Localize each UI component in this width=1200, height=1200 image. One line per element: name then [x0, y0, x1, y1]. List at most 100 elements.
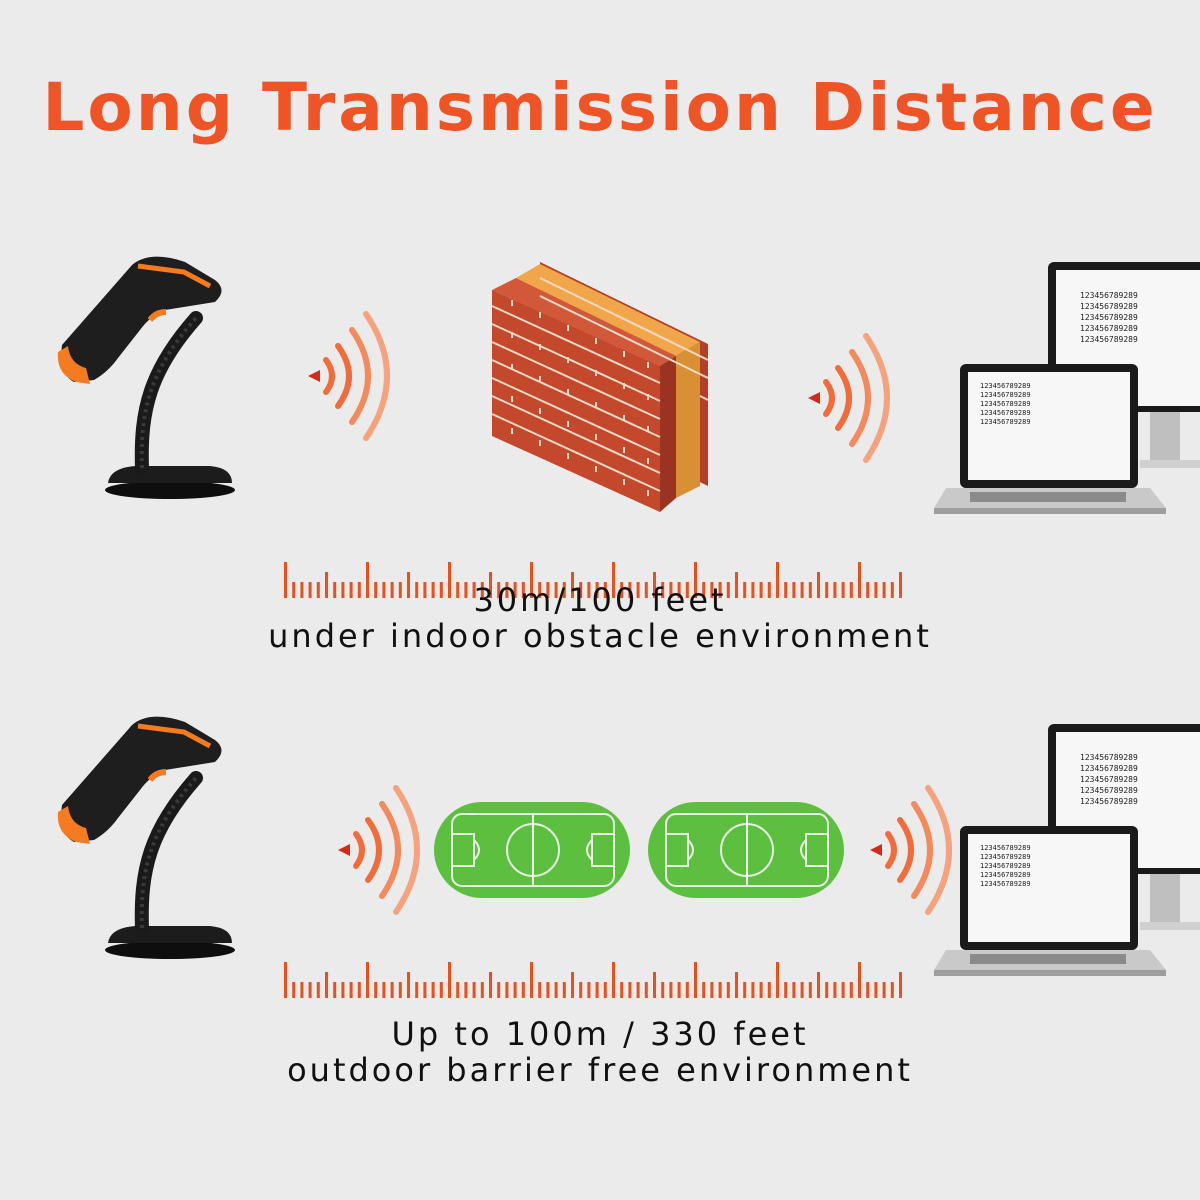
- ruler-tick: [292, 582, 296, 598]
- ruler-tick: [849, 982, 853, 998]
- ruler-tick: [316, 582, 320, 598]
- page-title: Long Transmission Distance: [42, 69, 1158, 146]
- ruler-tick: [407, 972, 410, 998]
- ruler-tick: [653, 572, 656, 598]
- ruler-tick: [546, 582, 550, 598]
- ruler-tick: [587, 982, 591, 998]
- ruler-tick: [718, 582, 722, 598]
- ruler-tick: [300, 982, 304, 998]
- ruler-tick: [800, 582, 804, 598]
- monitor-line: 123456789289: [1080, 797, 1138, 806]
- ruler-tick: [579, 982, 583, 998]
- ruler-tick: [899, 572, 902, 598]
- environment-label: outdoor barrier free environment: [287, 1051, 913, 1089]
- ruler-tick: [653, 972, 656, 998]
- ruler-tick: [669, 582, 673, 598]
- ruler-tick: [480, 582, 484, 598]
- ruler-tick: [603, 982, 607, 998]
- ruler-tick: [489, 572, 492, 598]
- ruler-tick: [808, 982, 812, 998]
- ruler-tick: [366, 962, 369, 998]
- ruler-tick: [595, 582, 599, 598]
- laptop-line: 123456789289: [980, 382, 1031, 390]
- ruler-tick: [448, 962, 451, 998]
- ruler-tick: [546, 982, 550, 998]
- monitor-line: 123456789289: [1080, 775, 1138, 784]
- wifi-signal-icon: [870, 785, 952, 915]
- ruler-tick: [817, 572, 820, 598]
- ruler-tick: [398, 582, 402, 598]
- caption-indoor: 30m/100 feet under indoor obstacle envir…: [0, 582, 1200, 654]
- ruler-tick: [464, 582, 468, 598]
- ruler-tick: [398, 982, 402, 998]
- laptop-line: 123456789289: [980, 844, 1031, 852]
- ruler-tick: [866, 582, 870, 598]
- ruler-tick: [735, 572, 738, 598]
- ruler-tick: [890, 982, 894, 998]
- monitor-line: 123456789289: [1080, 291, 1138, 300]
- ruler-tick: [530, 962, 533, 998]
- ruler-tick: [841, 982, 845, 998]
- ruler-tick: [300, 582, 304, 598]
- ruler-tick: [685, 982, 689, 998]
- ruler-tick: [702, 982, 706, 998]
- ruler-tick: [759, 582, 763, 598]
- ruler-tick: [644, 582, 648, 598]
- ruler-tick: [439, 582, 443, 598]
- distance-ruler: [284, 962, 902, 998]
- ruler-tick: [390, 982, 394, 998]
- ruler-tick: [726, 582, 730, 598]
- monitor-line: 123456789289: [1080, 753, 1138, 762]
- wifi-signal-icon: [338, 785, 420, 915]
- ruler-tick: [858, 962, 861, 998]
- laptop-line: 123456789289: [980, 853, 1031, 861]
- ruler-tick: [620, 582, 624, 598]
- ruler-tick: [571, 572, 574, 598]
- ruler-tick: [636, 582, 640, 598]
- ruler-tick: [808, 582, 812, 598]
- ruler-tick: [538, 582, 542, 598]
- scene-indoor-art: 123456789289 123456789289 123456789289 1…: [57, 256, 1200, 598]
- ruler-tick: [800, 982, 804, 998]
- ruler-tick: [767, 982, 771, 998]
- ruler-tick: [628, 582, 632, 598]
- football-field-icon: [648, 802, 844, 898]
- ruler-tick: [554, 982, 558, 998]
- ruler-tick: [833, 982, 837, 998]
- distance-label: Up to 100m / 330 feet: [391, 1015, 809, 1053]
- ruler-tick: [308, 582, 312, 598]
- ruler-tick: [710, 982, 714, 998]
- laptop-line: 123456789289: [980, 862, 1031, 870]
- ruler-tick: [751, 582, 755, 598]
- ruler-tick: [357, 582, 361, 598]
- ruler-tick: [366, 562, 369, 598]
- ruler-tick: [874, 982, 878, 998]
- ruler-tick: [325, 972, 328, 998]
- ruler-tick: [431, 982, 435, 998]
- scene-outdoor-art: 123456789289 123456789289 123456789289 1…: [57, 716, 1200, 998]
- scene-indoor: 123456789289 123456789289 123456789289 1…: [0, 240, 1200, 700]
- ruler-tick: [382, 582, 386, 598]
- ruler-tick: [423, 982, 427, 998]
- ruler-tick: [521, 982, 525, 998]
- ruler-tick: [325, 572, 328, 598]
- ruler-tick: [743, 982, 747, 998]
- ruler-tick: [513, 582, 517, 598]
- ruler-tick: [374, 982, 378, 998]
- ruler-tick: [718, 982, 722, 998]
- ruler-tick: [890, 582, 894, 598]
- ruler-tick: [341, 982, 345, 998]
- ruler-tick: [472, 982, 476, 998]
- ruler-tick: [677, 982, 681, 998]
- ruler-tick: [349, 582, 353, 598]
- ruler-tick: [694, 562, 697, 598]
- ruler-tick: [538, 982, 542, 998]
- barcode-scanner-icon: [57, 256, 235, 499]
- monitor-line: 123456789289: [1080, 764, 1138, 773]
- laptop-line: 123456789289: [980, 880, 1031, 888]
- laptop-line: 123456789289: [980, 871, 1031, 879]
- ruler-tick: [390, 582, 394, 598]
- monitor-line: 123456789289: [1080, 324, 1138, 333]
- ruler-tick: [333, 982, 337, 998]
- ruler-tick: [349, 982, 353, 998]
